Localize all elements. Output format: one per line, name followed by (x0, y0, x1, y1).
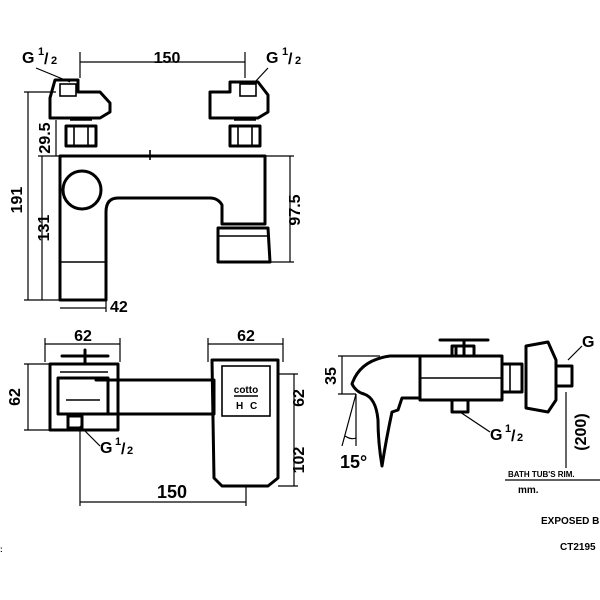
handle-disc (61, 169, 103, 211)
angle-arc (344, 435, 357, 440)
thread-num: 1 (282, 46, 288, 58)
dim-150-top: 150 (154, 50, 181, 67)
cold-mark: C (250, 401, 257, 412)
side-handle-base (450, 344, 476, 358)
left-inner-block (56, 376, 110, 416)
side-view: G G 1 / 2 35 15° (200) BATH TUB'S RIM. m… (323, 334, 600, 496)
thread-g: G (266, 50, 278, 67)
top-view: 62 62 cotto H C 62 62 102 (7, 328, 308, 506)
dim-62-a: 62 (74, 328, 92, 345)
dim-35: 35 (323, 367, 340, 385)
logo-mark: cotto (234, 385, 258, 396)
dim-97-5: 97.5 (287, 194, 304, 225)
left-union-nut (64, 124, 98, 148)
thread-slash: / (121, 441, 126, 458)
dim-191: 191 (9, 187, 26, 214)
dim-200: (200) (573, 413, 590, 450)
thread-num: 1 (38, 46, 44, 58)
thread-g-side: G (582, 334, 594, 351)
model-number: CT2195 (560, 542, 596, 553)
side-spout (350, 354, 422, 468)
dim-62-b: 62 (237, 328, 255, 345)
dim-150-bot: 150 (157, 482, 187, 502)
center-bar (94, 378, 216, 416)
thread-g: G (22, 50, 34, 67)
side-handle (438, 338, 490, 358)
right-connector (208, 80, 270, 120)
handle-top (60, 348, 110, 366)
thread-g: G (490, 427, 502, 444)
left-inlet (66, 414, 84, 430)
dim-62-h-b: 62 (291, 389, 308, 407)
front-view: 150 G 1 / 2 G 1 / 2 (9, 46, 304, 316)
thread-label-side: G 1 / 2 (459, 411, 523, 445)
unit-label: mm. (518, 485, 539, 496)
side-eccentric (524, 340, 558, 414)
side-lower-outlet (450, 398, 470, 414)
side-thread (554, 364, 574, 388)
spout-outlet (216, 226, 272, 264)
thread-g: G (100, 440, 112, 457)
hot-mark: H (236, 401, 243, 412)
thread-slash: / (288, 51, 293, 68)
leader (254, 67, 269, 83)
right-union-nut (228, 124, 262, 148)
thread-label-left: G 1 / 2 (22, 46, 71, 83)
right-connector-nut (239, 83, 257, 97)
edge-mark: : (0, 545, 3, 554)
dim-62-h-a: 62 (7, 388, 24, 406)
left-connector (48, 78, 112, 120)
thread-slash: / (44, 51, 49, 68)
thread-den: 2 (295, 55, 301, 67)
dim-42: 42 (110, 299, 128, 316)
lever-plate (221, 365, 271, 417)
leader (79, 425, 101, 447)
left-connector-nut (59, 83, 77, 97)
exposed-note: EXPOSED B (541, 516, 599, 527)
leader (459, 411, 491, 433)
dim-angle: 15° (340, 452, 367, 472)
thread-den: 2 (127, 445, 133, 457)
side-union (500, 362, 524, 394)
thread-num: 1 (505, 423, 511, 435)
thread-den: 2 (51, 55, 57, 67)
thread-den: 2 (517, 432, 523, 444)
leader (567, 345, 583, 361)
thread-num: 1 (115, 436, 121, 448)
dim-131: 131 (36, 215, 53, 242)
angle-line (341, 393, 357, 447)
bath-rim-label: BATH TUB'S RIM. (508, 470, 575, 479)
thread-slash: / (511, 428, 516, 445)
right-spout-block (210, 358, 280, 488)
dim-29-5: 29.5 (37, 122, 54, 153)
mixer-body (58, 154, 267, 302)
thread-label-top-view: G 1 / 2 (79, 425, 133, 458)
dim-102: 102 (291, 447, 308, 474)
thread-label-right: G 1 / 2 (254, 46, 301, 83)
